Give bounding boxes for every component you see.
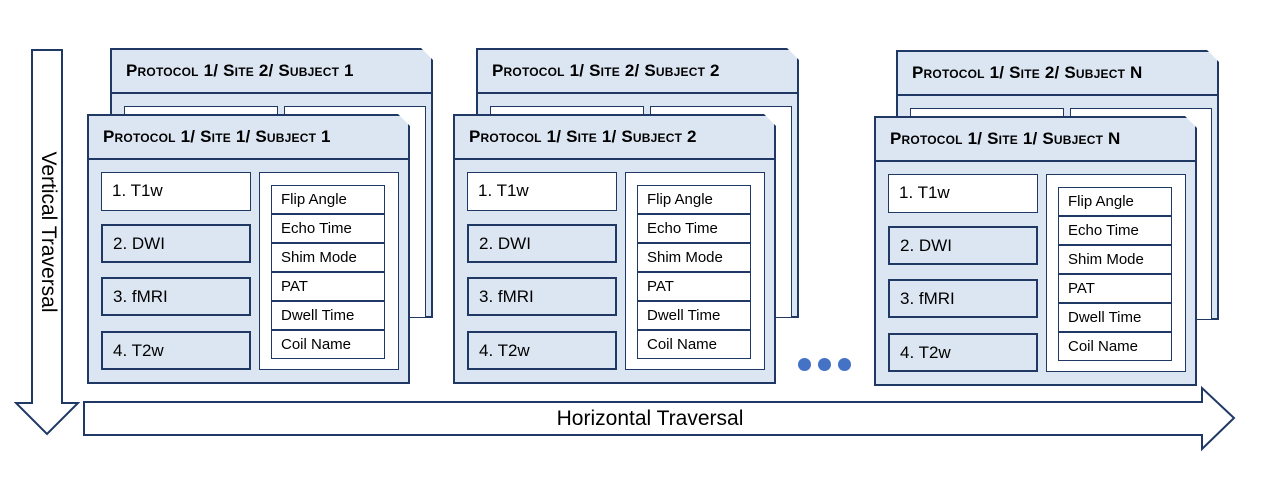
parameter-item: Dwell Time: [1058, 303, 1172, 332]
parameter-item: PAT: [1058, 274, 1172, 303]
front-card-subject-2: Protocol 1/ Site 1/ Subject 2 1. T1w 2. …: [453, 114, 776, 384]
sequence-item: 2. DWI: [888, 226, 1038, 265]
parameter-list: Flip Angle Echo Time Shim Mode PAT Dwell…: [1046, 174, 1186, 372]
vertical-arrow-icon: [14, 49, 81, 436]
parameter-item: PAT: [637, 272, 751, 301]
parameter-list: Flip Angle Echo Time Shim Mode PAT Dwell…: [625, 172, 765, 370]
parameter-item: Echo Time: [1058, 216, 1172, 245]
parameter-item: PAT: [271, 272, 385, 301]
card-title: Protocol 1/ Site 1/ Subject 1: [89, 116, 408, 160]
sequence-item: 4. T2w: [101, 331, 251, 370]
sequence-item: 1. T1w: [888, 174, 1038, 213]
parameter-item: Dwell Time: [271, 301, 385, 330]
parameter-item: Echo Time: [637, 214, 751, 243]
parameter-item: Flip Angle: [637, 185, 751, 214]
parameter-item: Shim Mode: [1058, 245, 1172, 274]
card-title: Protocol 1/ Site 2/ Subject 1: [112, 50, 431, 94]
sequence-item: 3. fMRI: [467, 277, 617, 316]
parameter-item: Flip Angle: [1058, 187, 1172, 216]
card-title: Protocol 1/ Site 1/ Subject N: [876, 118, 1195, 162]
parameter-item: Echo Time: [271, 214, 385, 243]
card-title: Protocol 1/ Site 1/ Subject 2: [455, 116, 774, 160]
vertical-traversal-label: Vertical Traversal: [37, 151, 60, 313]
sequence-item: 2. DWI: [467, 224, 617, 263]
sequence-item: 4. T2w: [467, 331, 617, 370]
parameter-item: Shim Mode: [637, 243, 751, 272]
parameter-item: Dwell Time: [637, 301, 751, 330]
horizontal-arrow-icon: [83, 385, 1236, 452]
horizontal-traversal-label: Horizontal Traversal: [556, 407, 744, 430]
parameter-item: Shim Mode: [271, 243, 385, 272]
front-card-subject-1: Protocol 1/ Site 1/ Subject 1 1. T1w 2. …: [87, 114, 410, 384]
parameter-item: Flip Angle: [271, 185, 385, 214]
parameter-item: Coil Name: [637, 330, 751, 359]
dot: [818, 358, 831, 371]
dot: [798, 358, 811, 371]
parameter-list: Flip Angle Echo Time Shim Mode PAT Dwell…: [259, 172, 399, 370]
card-title: Protocol 1/ Site 2/ Subject N: [898, 52, 1217, 96]
card-title: Protocol 1/ Site 2/ Subject 2: [478, 50, 797, 94]
sequence-item: 3. fMRI: [888, 279, 1038, 318]
front-card-subject-n: Protocol 1/ Site 1/ Subject N 1. T1w 2. …: [874, 116, 1197, 386]
sequence-item: 2. DWI: [101, 224, 251, 263]
parameter-item: Coil Name: [1058, 332, 1172, 361]
sequence-item: 1. T1w: [467, 172, 617, 211]
sequence-item: 4. T2w: [888, 333, 1038, 372]
sequence-item: 3. fMRI: [101, 277, 251, 316]
dot: [838, 358, 851, 371]
sequence-item: 1. T1w: [101, 172, 251, 211]
parameter-item: Coil Name: [271, 330, 385, 359]
